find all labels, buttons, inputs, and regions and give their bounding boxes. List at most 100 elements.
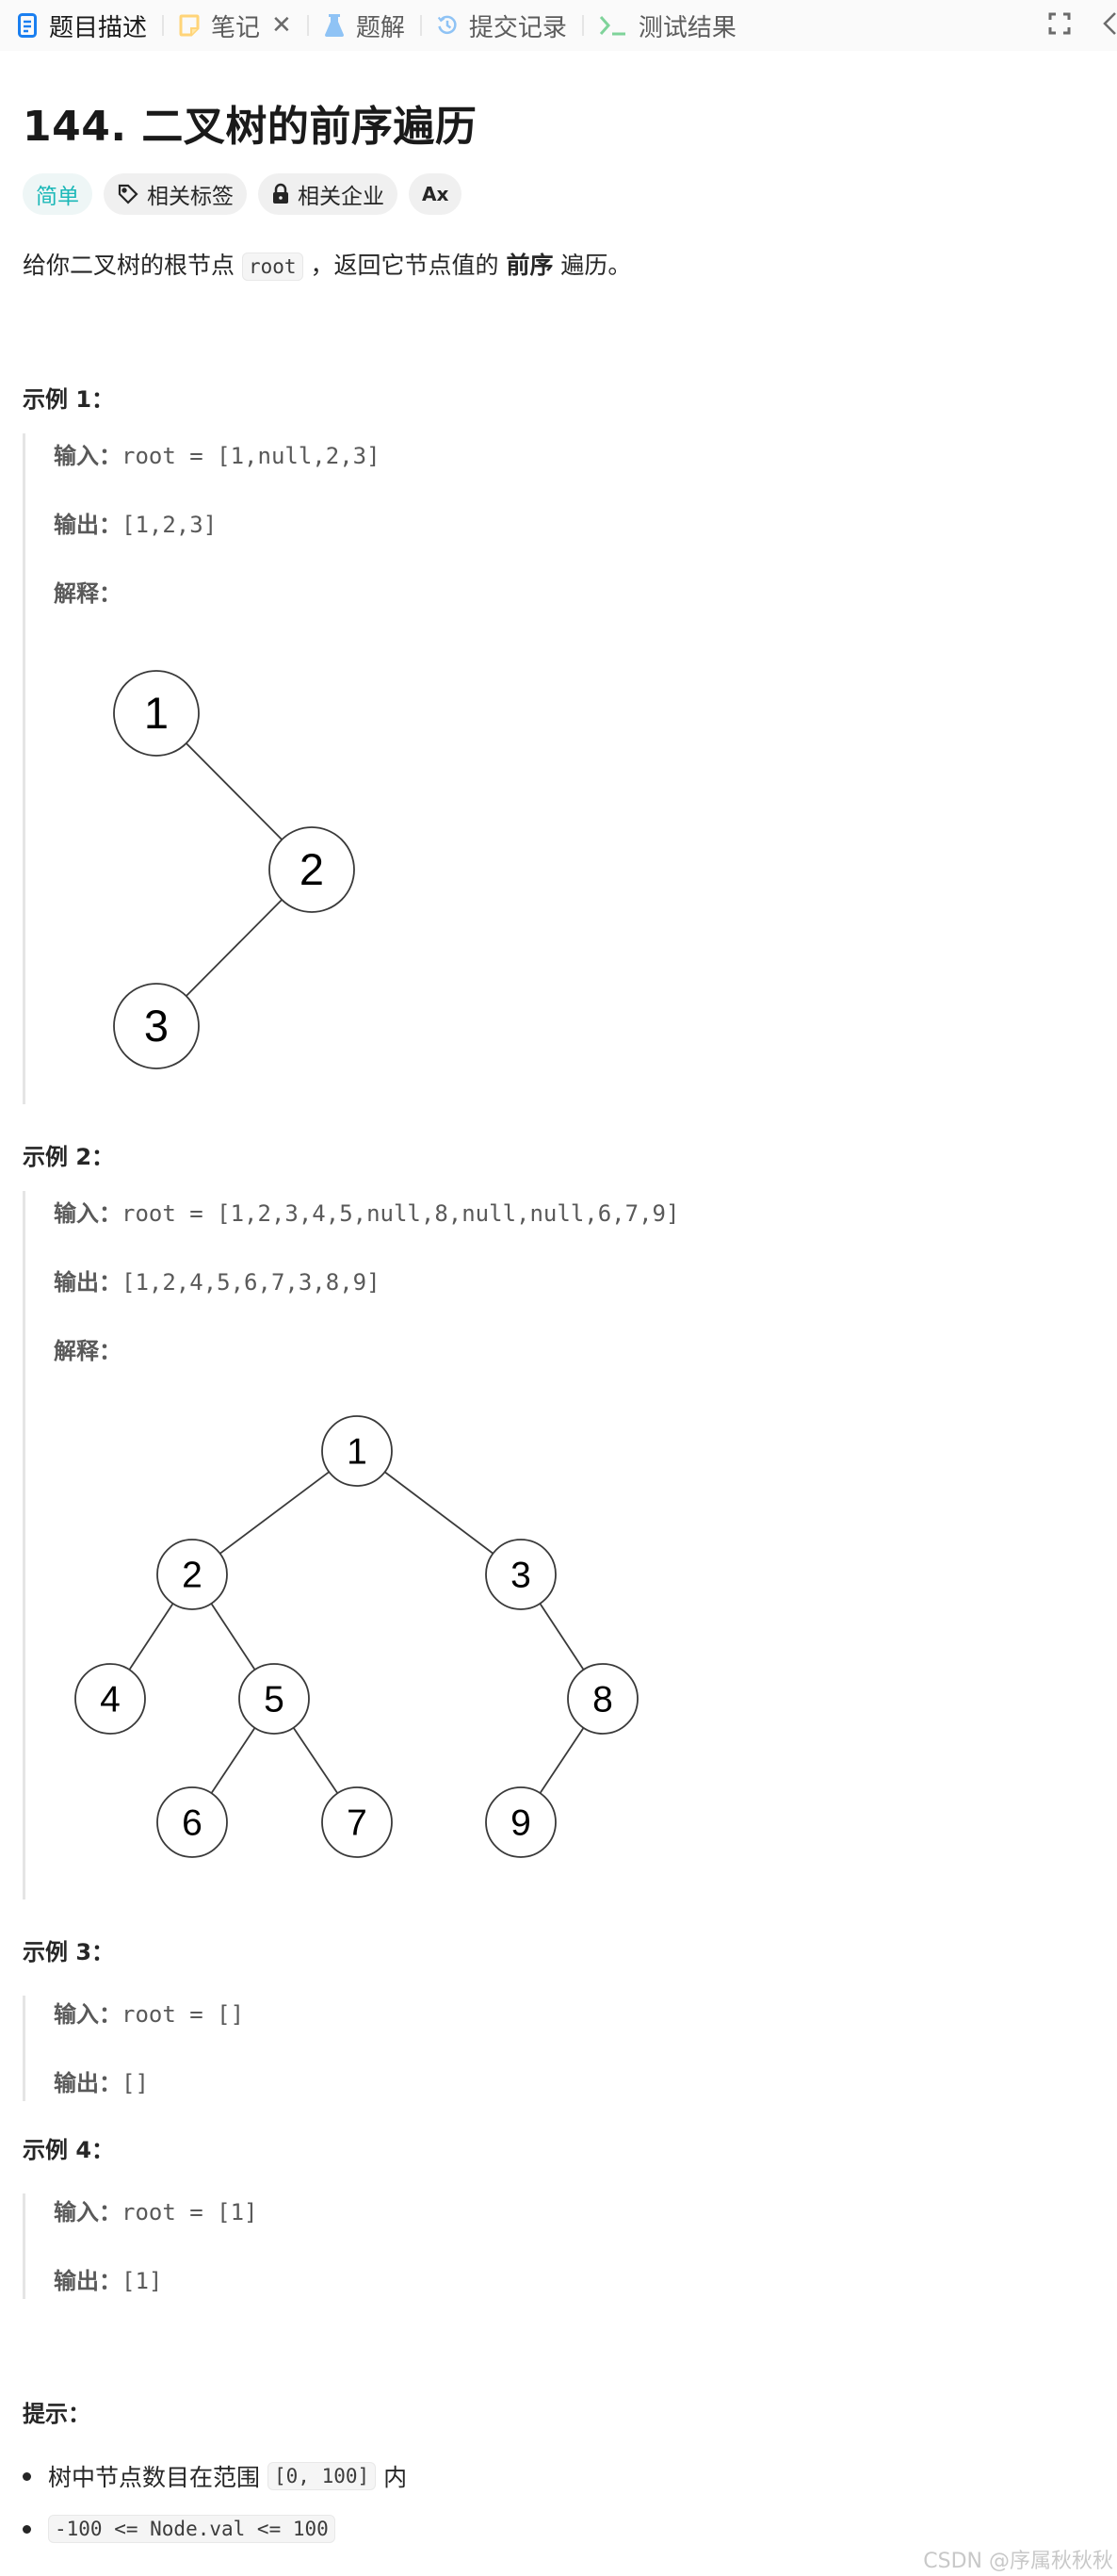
description-text: 给你二叉树的根节点 [23,252,242,279]
svg-text:2: 2 [182,1555,202,1595]
svg-text:6: 6 [182,1802,202,1843]
input-label: 输入： [54,1200,121,1227]
inline-code: root [241,253,303,281]
tree-edge [219,1471,330,1555]
fullscreen-icon [1048,12,1071,39]
tree-edge [292,1727,339,1794]
output-label: 输出： [54,512,121,538]
input-value: root = [1] [121,2199,258,2225]
tree-node: 2 [156,1539,228,1610]
example-explanation: 解释： [54,575,380,608]
example-2-heading: 示例 2： [23,1144,115,1170]
tab-description[interactable]: 题目描述 [17,0,147,51]
problem-description: 给你二叉树的根节点 root ，返回它节点值的 前序 遍历。 [23,247,631,281]
hints-list: 树中节点数目在范围 [0, 100] 内 -100 <= Node.val <=… [23,2450,407,2555]
output-value: [1] [121,2268,163,2294]
example-input: 输入： root = [1] [54,2193,258,2226]
hint-item: 树中节点数目在范围 [0, 100] 内 [23,2450,407,2503]
example-input: 输入： root = [] [54,1996,244,2029]
tree-node: 1 [113,670,200,757]
output-value: [1,2,4,5,6,7,3,8,9] [121,1269,380,1296]
tree-node: 7 [321,1786,393,1858]
related-tags-label: 相关标签 [147,185,234,209]
output-label: 输出： [54,1269,121,1296]
tab-label: 提交记录 [468,13,567,42]
svg-text:2: 2 [299,844,324,894]
input-label: 输入： [54,443,121,469]
tab-label: 测试结果 [638,13,737,42]
tab-divider [581,15,584,36]
hints-heading: 提示： [23,2401,90,2427]
tree-edge [210,1603,256,1671]
tab-divider [419,15,422,36]
tab-label: 题目描述 [49,13,148,42]
tab-divider [162,15,165,36]
related-companies-button[interactable]: 相关企业 [258,173,397,215]
hint-text: 树中节点数目在范围 [48,2464,261,2491]
output-value: [1,2,3] [121,512,218,538]
problem-title: 144. 二叉树的前序遍历 [23,103,478,151]
svg-text:5: 5 [264,1679,284,1720]
tab-test-results[interactable]: 测试结果 [599,0,737,51]
output-label: 输出： [54,2070,121,2096]
example-input: 输入： root = [1,2,3,4,5,null,8,null,null,6… [54,1195,679,1228]
tab-notes[interactable]: 笔记 ✕ [179,0,292,51]
example-output: 输出： [1,2,4,5,6,7,3,8,9] [54,1264,679,1296]
tree-node: 6 [156,1786,228,1858]
tree-edge [539,1727,585,1794]
tree-node: 4 [74,1663,146,1735]
tree-edge [128,1603,174,1671]
close-icon[interactable]: ✕ [271,11,292,40]
tree-node: 3 [485,1539,557,1610]
tag-icon [117,183,139,205]
note-icon [179,12,200,39]
collapse-panel-button[interactable] [1102,0,1117,51]
description-text: 遍历。 [553,252,632,279]
flask-icon [324,12,345,39]
example-output: 输出： [1] [54,2262,258,2295]
watermark: CSDN @序属秋秋秋 [923,2550,1113,2573]
tree-node: 1 [321,1415,393,1487]
lock-icon [271,183,290,205]
example-2-block: 输入： root = [1,2,3,4,5,null,8,null,null,6… [23,1191,679,1899]
svg-text:7: 7 [347,1802,367,1843]
description-icon [17,12,38,39]
difficulty-badge[interactable]: 简单 [23,173,92,215]
translate-button[interactable]: Ax [409,173,462,215]
tag-row: 简单 相关标签 相关企业 Ax [23,173,462,215]
output-value: [] [121,2070,149,2096]
tab-solutions[interactable]: 题解 [324,0,405,51]
hint-item: -100 <= Node.val <= 100 [23,2503,407,2555]
tab-bar: 题目描述 笔记 ✕ 题解 提交记录 测试结果 [0,0,1117,51]
inline-code: [0, 100] [267,2462,377,2490]
tree-edge [384,1471,494,1555]
tab-submissions[interactable]: 提交记录 [437,0,567,51]
example-1-heading: 示例 1： [23,386,115,413]
tab-label: 题解 [355,13,405,42]
tree-node: 8 [567,1663,639,1735]
tab-divider [306,15,309,36]
input-value: root = [1,2,3,4,5,null,8,null,null,6,7,9… [121,1200,680,1227]
example-explanation: 解释： [54,1332,679,1365]
svg-text:4: 4 [100,1679,121,1720]
tree-node: 3 [113,983,200,1069]
chevron-left-icon [1102,11,1117,40]
example-output: 输出： [1,2,3] [54,506,380,539]
example-3-block: 输入： root = [] 输出： [] [23,1996,244,2101]
example-1-block: 输入： root = [1,null,2,3] 输出： [1,2,3] 解释： [23,433,380,1104]
terminal-icon [599,12,627,39]
svg-text:3: 3 [144,1001,169,1051]
translate-icon: Ax [422,183,449,205]
related-tags-button[interactable]: 相关标签 [104,173,247,215]
bullet [23,2471,31,2481]
example-input: 输入： root = [1,null,2,3] [54,437,380,470]
fullscreen-button[interactable] [1048,0,1071,51]
svg-text:8: 8 [592,1679,613,1720]
tree-node: 5 [238,1663,310,1735]
input-value: root = [] [121,2001,245,2028]
hint-text: 内 [383,2464,408,2491]
related-companies-label: 相关企业 [298,185,384,209]
description-bold: 前序 [506,252,554,279]
